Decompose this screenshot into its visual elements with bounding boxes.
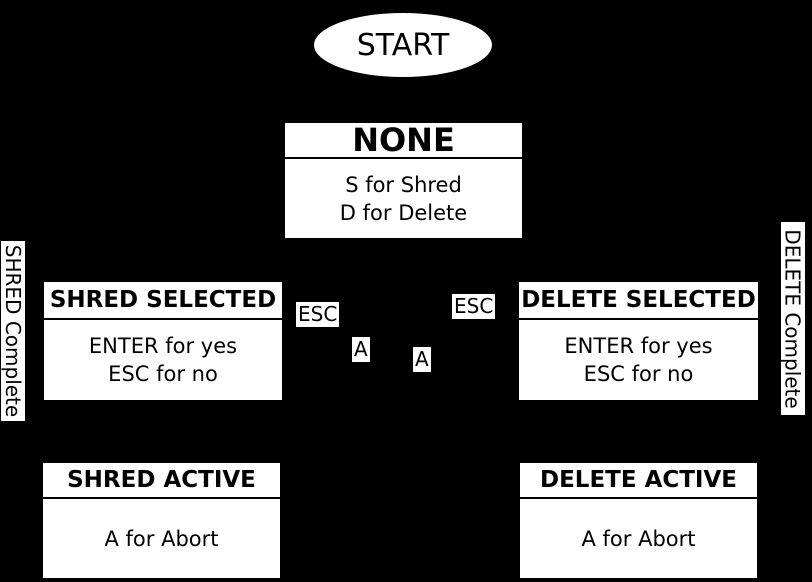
side-label-shred-complete: SHRED Complete — [1, 241, 25, 421]
state-node-delete-selected: DELETE SELECTED ENTER for yes ESC for no — [519, 282, 758, 400]
edge-label-a-left: A — [352, 337, 370, 362]
edge-label-a-right: A — [413, 347, 431, 372]
state-title-shred-active: SHRED ACTIVE — [43, 463, 280, 499]
state-node-shred-selected: SHRED SELECTED ENTER for yes ESC for no — [44, 282, 282, 400]
state-title-none: NONE — [285, 121, 522, 159]
edge-label-esc-left: ESC — [296, 302, 340, 327]
state-body-shred-active: A for Abort — [43, 499, 280, 578]
state-body-none: S for Shred D for Delete — [285, 159, 522, 238]
side-label-delete-complete-text: DELETE Complete — [781, 228, 805, 409]
state-node-none: NONE S for Shred D for Delete — [285, 121, 522, 238]
state-line: S for Shred — [345, 172, 462, 197]
state-line: ENTER for yes — [88, 334, 238, 358]
state-node-shred-active: SHRED ACTIVE A for Abort — [43, 463, 280, 578]
state-title-delete-selected: DELETE SELECTED — [519, 282, 758, 320]
state-title-shred-selected: SHRED SELECTED — [44, 282, 282, 320]
start-node-label: START — [356, 27, 450, 63]
state-line: A for Abort — [581, 526, 696, 551]
state-line: ENTER for yes — [564, 334, 713, 358]
state-title-delete-active: DELETE ACTIVE — [520, 463, 757, 499]
state-line: D for Delete — [339, 200, 468, 225]
edge-label-esc-right: ESC — [452, 294, 496, 319]
state-body-delete-active: A for Abort — [520, 499, 757, 578]
side-label-shred-complete-text: SHRED Complete — [1, 244, 25, 418]
start-node: START — [314, 13, 492, 77]
side-label-delete-complete: DELETE Complete — [781, 222, 805, 415]
state-node-delete-active: DELETE ACTIVE A for Abort — [520, 463, 757, 578]
state-body-shred-selected: ENTER for yes ESC for no — [44, 320, 282, 400]
state-line: ESC for no — [583, 362, 694, 386]
state-body-delete-selected: ENTER for yes ESC for no — [519, 320, 758, 400]
state-line: A for Abort — [104, 526, 219, 551]
state-line: ESC for no — [108, 362, 218, 386]
